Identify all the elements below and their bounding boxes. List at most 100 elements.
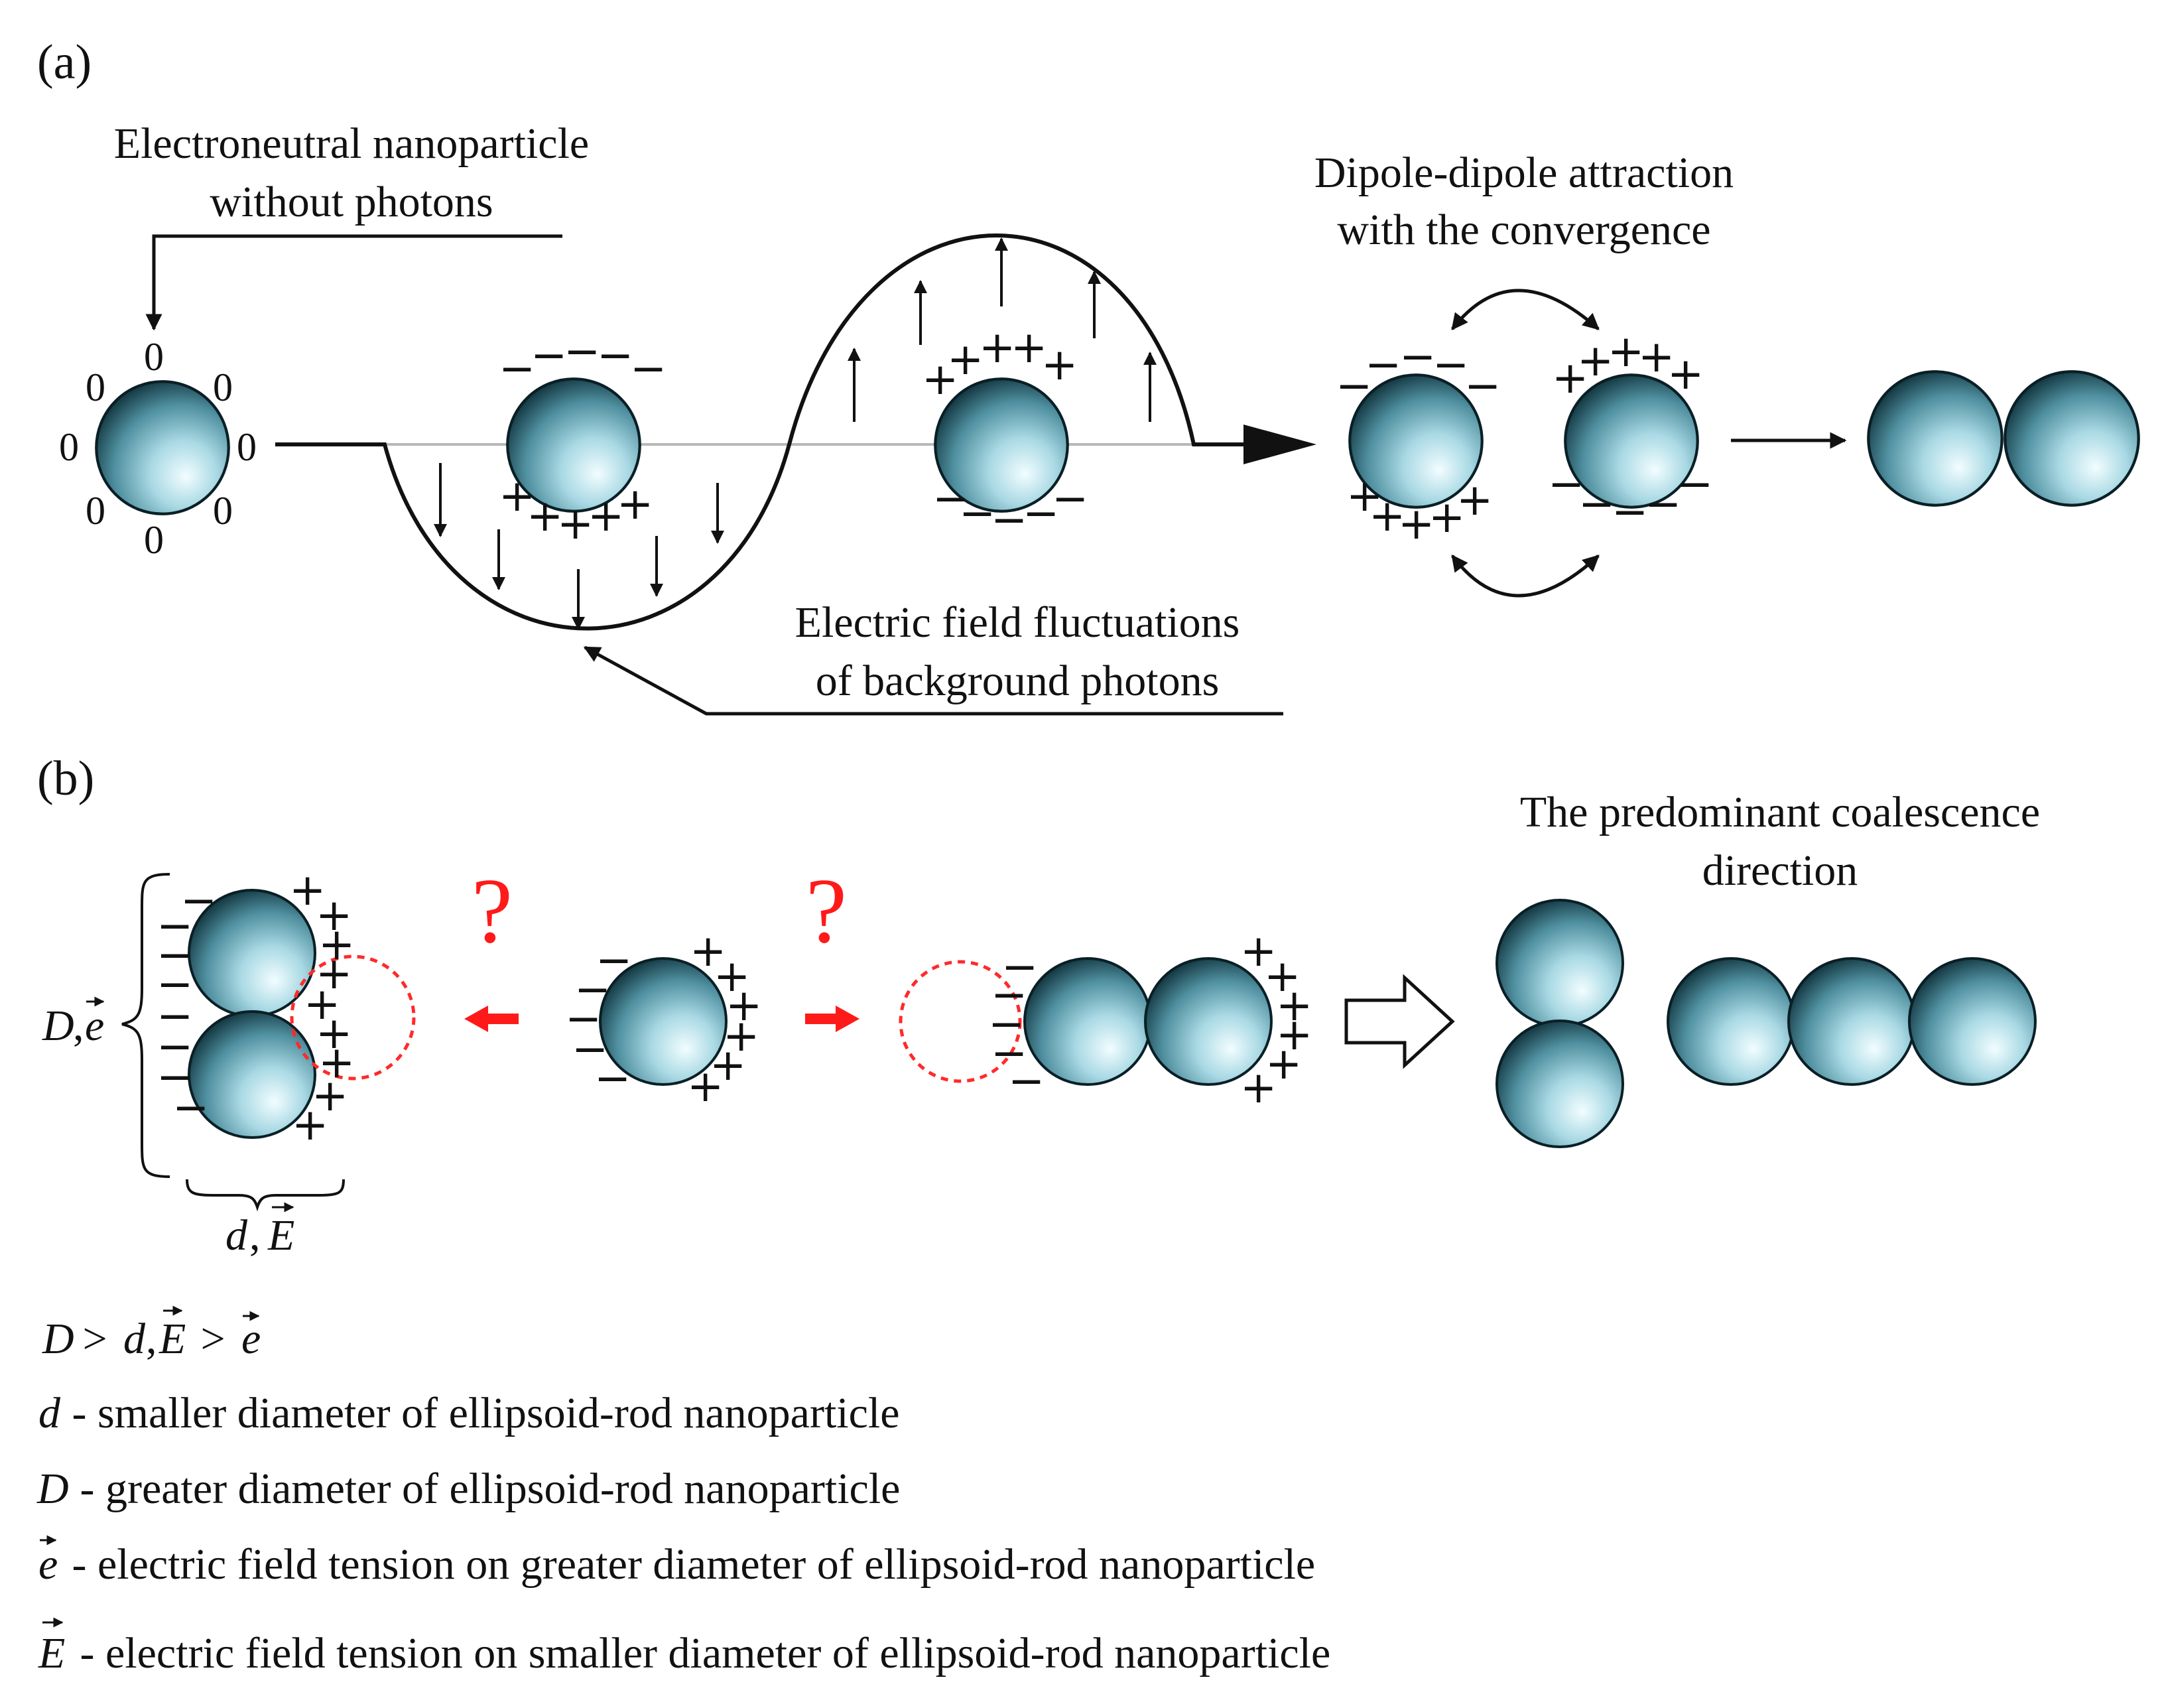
attraction-arrow-bottom	[1451, 555, 1600, 598]
plus-charge: +	[1638, 331, 1675, 382]
plus-charge: +	[947, 334, 984, 385]
zero-charge: 0	[86, 489, 105, 533]
minus-charge: −	[1365, 339, 1401, 390]
minus-charge: −	[630, 343, 667, 394]
plus-charge: +	[1577, 335, 1614, 386]
dashed-circle-icon	[899, 960, 1022, 1083]
d-symbol: d	[225, 1211, 248, 1260]
minus-charge: −	[157, 990, 193, 1041]
triple-chain-left	[1667, 957, 1795, 1086]
zero-charge: 0	[237, 425, 257, 469]
minus-charge: −	[1001, 941, 1038, 992]
legend-e-row: e - electric field tension on greater di…	[38, 1535, 1315, 1589]
neutral-nanoparticle	[96, 381, 229, 514]
plus-charge: +	[1667, 348, 1704, 399]
plus-charge: +	[318, 919, 355, 970]
minus-charge: −	[564, 326, 600, 377]
attraction-arrow-top	[1451, 289, 1600, 330]
greater-diameter-brace	[121, 873, 170, 1178]
minus-charge: −	[1645, 478, 1681, 529]
field-label-line1: Electric field fluctuations	[795, 598, 1240, 647]
zero-charge: 0	[59, 425, 79, 469]
plus-charge: +	[292, 1099, 328, 1150]
minus-charge: −	[1008, 1055, 1045, 1106]
zero-charges: 0 0 0 0 0 0 0 0	[59, 335, 257, 562]
legend-E-text: - electric field tension on smaller diam…	[69, 1629, 1330, 1677]
minus-charge: −	[1677, 458, 1713, 509]
minus-charge: −	[932, 473, 969, 524]
plus-charge: +	[922, 354, 958, 405]
hollow-arrow-icon	[1344, 974, 1455, 1069]
plus-charge: +	[316, 1008, 352, 1059]
center-charges: − − − − − + + + + + +	[565, 925, 762, 1112]
legend-e: e	[241, 1315, 261, 1363]
plus-charge: +	[1429, 492, 1465, 543]
plus-charge: +	[1456, 474, 1493, 525]
plus-charge: +	[1276, 980, 1312, 1031]
minus-charge: −	[597, 330, 633, 381]
dipole-label-line1: Dipole-dipole attraction	[1314, 149, 1734, 197]
legend-e-symbol: e	[38, 1540, 58, 1589]
dipole-left-charges: − − − − − + + + + +	[1336, 331, 1501, 549]
plus-charge: +	[1264, 951, 1301, 1002]
zero-charge: 0	[144, 518, 164, 562]
minus-charge: −	[1578, 478, 1615, 529]
minus-charge: −	[1612, 486, 1648, 537]
plus-charge: +	[316, 889, 352, 941]
legend-d-row: d - smaller diameter of ellipsoid-rod na…	[38, 1389, 900, 1437]
vertical-pair-bottom	[1495, 1019, 1624, 1148]
d-E-label: d , E	[225, 1202, 294, 1260]
neutral-label-line1: Electroneutral nanoparticle	[114, 119, 589, 168]
plus-charge: +	[499, 470, 535, 521]
plus-charge: +	[316, 948, 352, 999]
comma: ,	[249, 1211, 261, 1260]
plus-charge: +	[726, 980, 762, 1031]
zero-charge: 0	[144, 335, 164, 379]
field-arrows-up	[848, 237, 1157, 422]
legend-D-row: D - greater diameter of ellipsoid-rod na…	[36, 1465, 900, 1513]
neutral-label-line2: without photons	[210, 178, 493, 226]
plus-charge: +	[289, 864, 326, 915]
plus-charge: +	[979, 322, 1015, 373]
plus-charge: +	[723, 1010, 759, 1061]
plus-charge: +	[1398, 498, 1434, 549]
minus-charge: −	[594, 1053, 631, 1104]
field-leader-arrow	[583, 645, 1283, 716]
minus-charge: −	[596, 935, 632, 986]
minus-charge: −	[574, 964, 611, 1015]
plus-charge: +	[1608, 326, 1644, 377]
crest-charges: + + + + + − − − − −	[922, 322, 1088, 545]
minus-charge: −	[991, 969, 1027, 1020]
legend-d-text: - smaller diameter of ellipsoid-rod nano…	[61, 1389, 900, 1437]
legend-comma: ,	[146, 1315, 157, 1363]
plus-charge: +	[1369, 490, 1405, 541]
minus-charge: −	[991, 1027, 1027, 1079]
plus-charge: +	[687, 1061, 724, 1112]
red-arrow-right	[805, 1006, 859, 1032]
plus-charge: +	[304, 978, 340, 1029]
triple-chain-right	[1908, 957, 2037, 1086]
legend-D-symbol: D	[36, 1465, 69, 1513]
minus-charge: −	[1052, 473, 1088, 524]
zero-charge: 0	[213, 489, 233, 533]
minus-charge: −	[988, 998, 1025, 1049]
legend: D > d , E > e d - smaller diameter of el…	[36, 1305, 1330, 1677]
minus-charge: −	[157, 929, 193, 980]
minus-charge: −	[1464, 360, 1501, 411]
plus-charge: +	[710, 1039, 746, 1090]
plus-charge: +	[557, 498, 594, 549]
plus-charge: +	[1240, 925, 1277, 976]
plus-charge: +	[527, 490, 563, 541]
field-arrows-down	[434, 463, 724, 630]
plus-charge: +	[1276, 1009, 1312, 1060]
plus-charge: +	[312, 1070, 348, 1121]
minus-charge: −	[180, 875, 217, 926]
plus-charge: +	[1265, 1038, 1302, 1089]
legend-d-symbol: d	[38, 1389, 61, 1437]
minus-charge: −	[499, 343, 535, 394]
minus-charge: −	[172, 1082, 209, 1133]
plus-charge: +	[1240, 1062, 1277, 1113]
minus-charge: −	[1432, 339, 1469, 390]
dipole-label-line2: with the convergence	[1337, 206, 1710, 254]
